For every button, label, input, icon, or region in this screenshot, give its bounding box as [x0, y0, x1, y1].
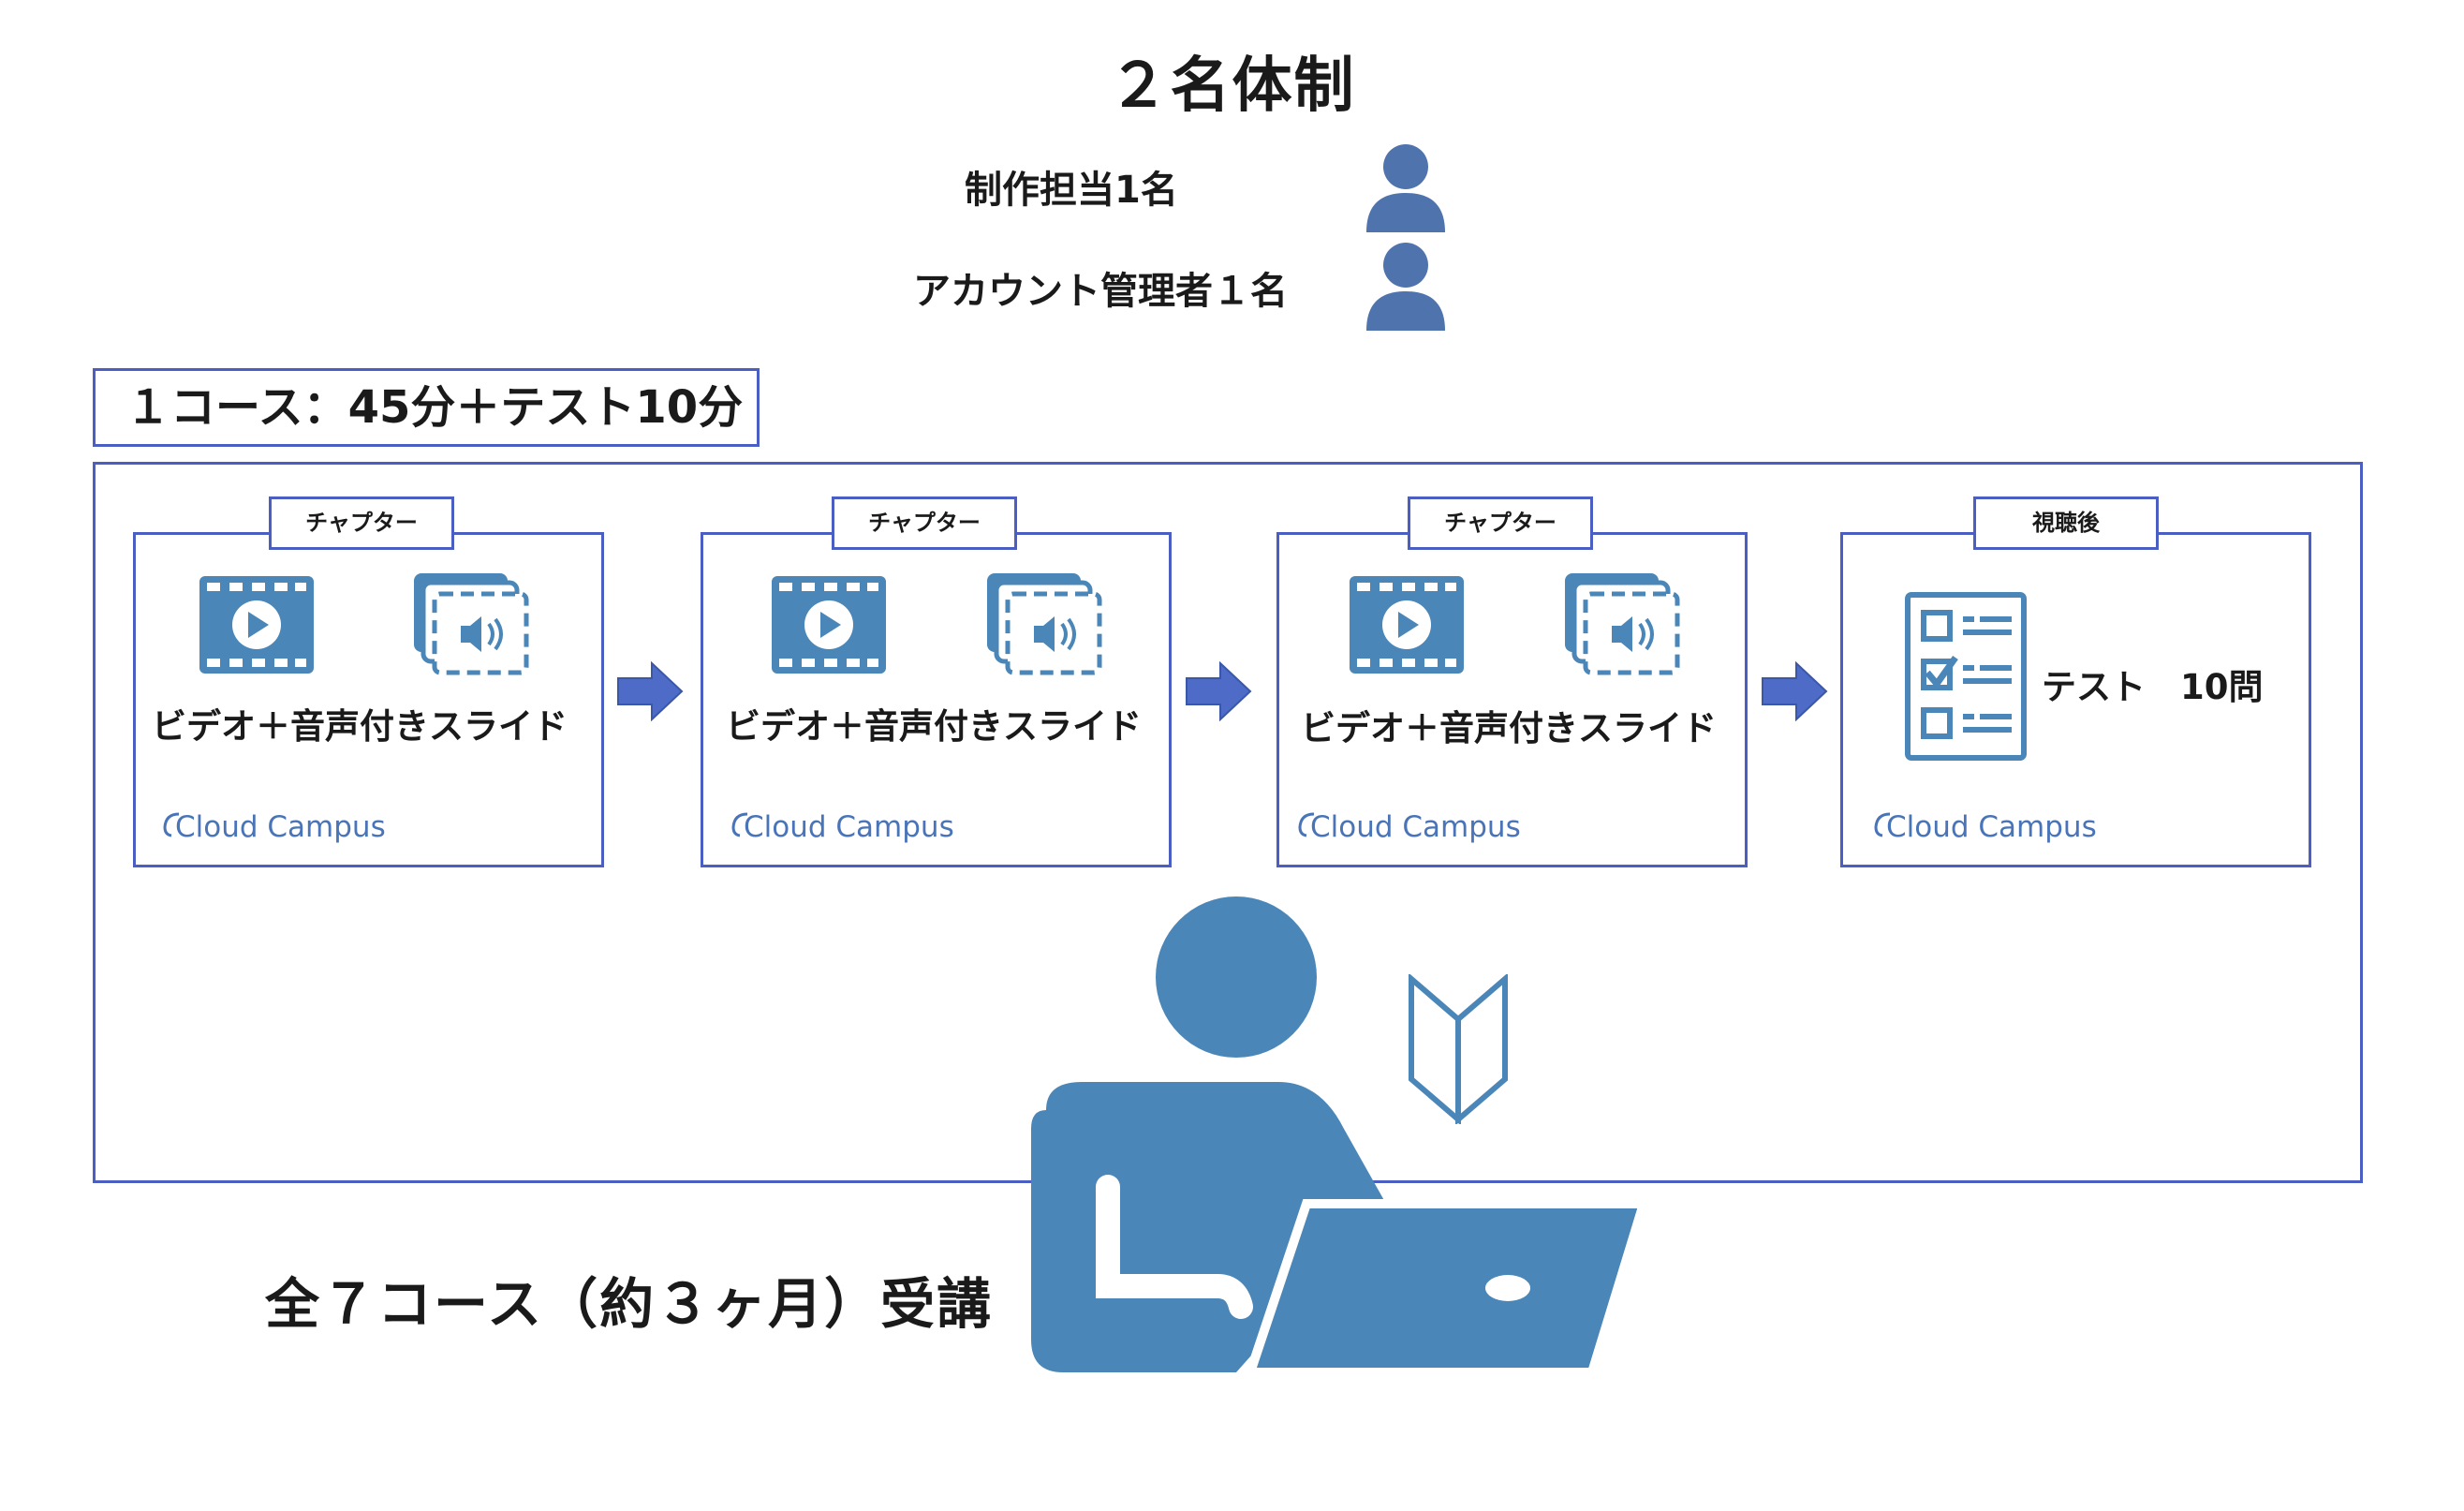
page-title: ２名体制	[1108, 52, 1356, 121]
cloud-icon	[163, 812, 180, 837]
person-icon	[1363, 141, 1449, 234]
video-icon	[199, 576, 314, 677]
video-icon	[1350, 576, 1464, 677]
chapter-chip: チャプター	[832, 496, 1017, 550]
beginner-mark-icon	[1407, 972, 1510, 1128]
cloud-campus-logo: Cloud Campus	[730, 810, 954, 844]
after-viewing-chip: 視聴後	[1973, 496, 2159, 550]
person-at-laptop-icon	[1025, 895, 1653, 1395]
test-card-text: テスト 10問	[2042, 667, 2264, 707]
chapter-chip: チャプター	[1408, 496, 1593, 550]
cloud-icon	[1874, 812, 1891, 837]
chapter-chip: チャプター	[269, 496, 454, 550]
cloud-campus-logo: Cloud Campus	[1297, 810, 1521, 844]
person-icon	[1363, 239, 1449, 333]
chapter-card-text: ビデオ＋音声付きスライド	[152, 706, 568, 747]
brand-name: Cloud Campus	[744, 810, 954, 844]
brand-name: Cloud Campus	[1886, 810, 2097, 844]
brand-name: Cloud Campus	[175, 810, 386, 844]
arrow-right-icon	[1185, 660, 1252, 725]
audio-slide-icon	[987, 573, 1103, 680]
staff-label-account-manager: アカウント管理者１名	[913, 270, 1288, 313]
cloud-campus-logo: Cloud Campus	[1873, 810, 2097, 844]
arrow-right-icon	[616, 660, 684, 725]
staff-label-producer: 制作担当1名	[965, 169, 1178, 212]
checklist-icon	[1905, 592, 2027, 764]
cloud-icon	[731, 812, 748, 837]
course-label: １コース：45分＋テスト10分	[93, 368, 760, 447]
video-icon	[772, 576, 886, 677]
audio-slide-icon	[414, 573, 530, 680]
cloud-icon	[1298, 812, 1315, 837]
chapter-card-text: ビデオ＋音声付きスライド	[1301, 708, 1717, 748]
audio-slide-icon	[1565, 573, 1681, 680]
footer-text: 全７コース（約３ヶ月）受講	[265, 1272, 994, 1336]
chapter-card-text: ビデオ＋音声付きスライド	[726, 706, 1142, 747]
brand-name: Cloud Campus	[1310, 810, 1521, 844]
cloud-campus-logo: Cloud Campus	[162, 810, 386, 844]
arrow-right-icon	[1761, 660, 1828, 725]
